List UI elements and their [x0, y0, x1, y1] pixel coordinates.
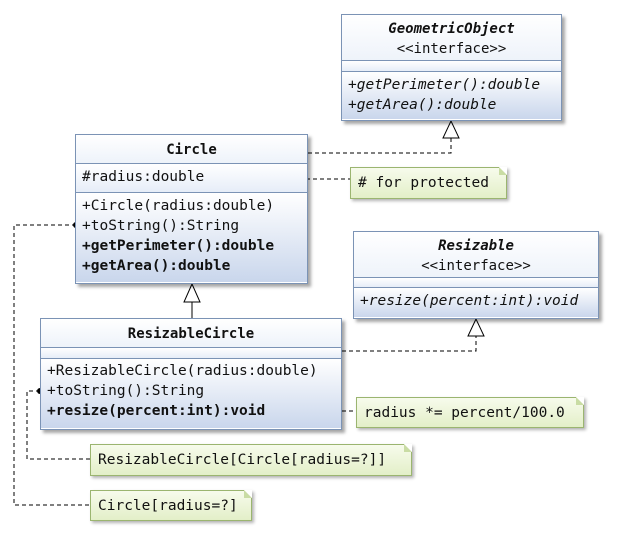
geometricobject-operations: +getPerimeter():double +getArea():double: [342, 72, 561, 119]
note-link-circle-tostring: [13, 224, 90, 506]
geometricobject-stereotype: <<interface>>: [396, 41, 507, 57]
circle-attributes: #radius:double: [76, 164, 307, 193]
circle-header: Circle: [76, 135, 307, 164]
circle-name: Circle: [166, 142, 217, 158]
resizable-op-resize: +resize(percent:int):void: [360, 293, 579, 309]
resizablecircle-name: ResizableCircle: [127, 326, 255, 342]
circle-op-getperimeter: +getPerimeter():double: [82, 238, 275, 254]
geometricobject-op-getarea: +getArea():double: [348, 97, 497, 113]
circle-op-getarea: +getArea():double: [82, 258, 231, 274]
circle-attr-radius: #radius:double: [82, 169, 205, 185]
resizable-interface-box: Resizable <<interface>> +resize(percent:…: [353, 231, 599, 319]
circle-operations: +Circle(radius:double) +toString():Strin…: [76, 193, 307, 282]
generalization-arrowhead-circle: [183, 282, 201, 303]
note-circle-tostring-text: Circle[radius=?]: [98, 498, 238, 514]
realization-resizablecircle-resizable: [342, 336, 477, 352]
note-circle-tostring: Circle[radius=?]: [90, 490, 252, 521]
note-protected: # for protected: [350, 167, 507, 199]
geometricobject-header: GeometricObject <<interface>>: [342, 15, 561, 61]
note-fold-corner: [244, 490, 252, 498]
realization-arrowhead-resizable: [467, 317, 485, 337]
circle-op-tostring: +toString():String: [82, 218, 240, 234]
resizablecircle-op-tostring: +toString():String: [47, 383, 205, 399]
resizable-attributes: [354, 278, 598, 288]
note-resize-text: radius *= percent/100.0: [364, 405, 565, 421]
realization-arrowhead-geometricobject: [442, 119, 460, 139]
note-resizablecircle-tostring-text: ResizableCircle[Circle[radius=?]]: [98, 452, 387, 468]
geometricobject-name: GeometricObject: [388, 21, 515, 37]
note-link-resizablecircle-tostring: [26, 390, 90, 460]
note-resizablecircle-tostring: ResizableCircle[Circle[radius=?]]: [90, 444, 412, 476]
realization-circle-geometricobject: [308, 138, 452, 154]
geometricobject-op-getperimeter: +getPerimeter():double: [348, 77, 541, 93]
geometricobject-interface-box: GeometricObject <<interface>> +getPerime…: [341, 14, 562, 121]
geometricobject-attributes: [342, 61, 561, 72]
resizablecircle-attributes: [41, 348, 341, 359]
resizablecircle-class-box: ResizableCircle +ResizableCircle(radius:…: [40, 318, 342, 430]
circle-op-constructor: +Circle(radius:double): [82, 198, 275, 214]
resizable-stereotype: <<interface>>: [421, 258, 531, 274]
note-protected-text: # for protected: [358, 175, 489, 191]
resizable-operations: +resize(percent:int):void: [354, 288, 598, 317]
resizable-name: Resizable: [438, 238, 514, 254]
resizablecircle-header: ResizableCircle: [41, 319, 341, 348]
resizable-header: Resizable <<interface>>: [354, 232, 598, 278]
circle-class-box: Circle #radius:double +Circle(radius:dou…: [75, 134, 308, 284]
note-fold-corner: [499, 167, 507, 175]
resizablecircle-op-resize: +resize(percent:int):void: [47, 403, 266, 419]
resizablecircle-operations: +ResizableCircle(radius:double) +toStrin…: [41, 359, 341, 428]
resizablecircle-op-constructor: +ResizableCircle(radius:double): [47, 363, 318, 379]
note-fold-corner: [404, 444, 412, 452]
note-fold-corner: [576, 397, 584, 405]
note-resize: radius *= percent/100.0: [356, 397, 584, 428]
